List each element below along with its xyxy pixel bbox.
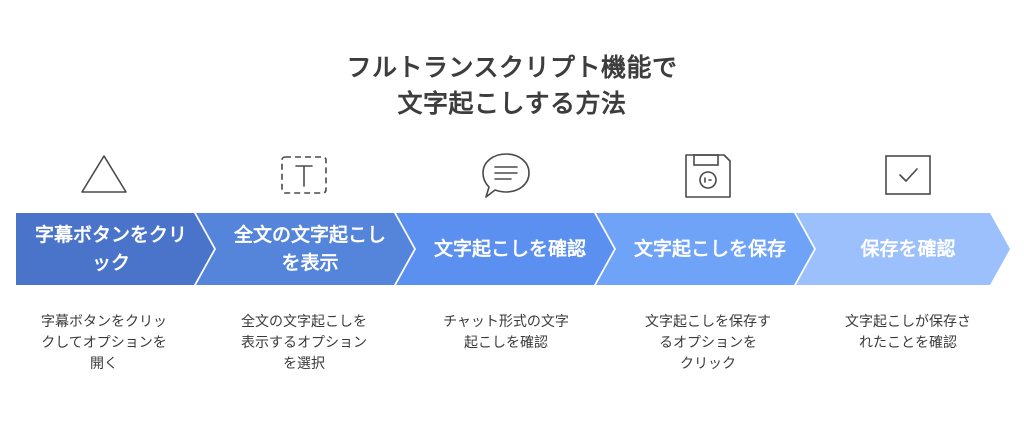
floppy-disk-icon [680, 150, 736, 202]
step-1: 字幕ボタンをクリック [16, 213, 214, 285]
description-line: 字幕ボタンをクリッ [41, 314, 167, 330]
step-4: 文字起こしを保存 [596, 213, 814, 285]
step-5-description: 文字起こしが保存さ れたことを確認 [823, 312, 993, 354]
step-5-chevron [796, 213, 1010, 285]
step-3-description: チャット形式の文字 起こしを確認 [421, 312, 591, 354]
step-3-chevron [396, 213, 614, 285]
text-box-icon [276, 150, 332, 202]
step-4-description: 文字起こしを保存す るオプションを クリック [623, 312, 793, 375]
checkbox-icon [880, 150, 936, 202]
description-line: チャット形式の文字 [443, 314, 569, 330]
diagram-title-line-2: 文字起こしする方法 [397, 89, 627, 118]
description-line: 起こしを確認 [464, 335, 548, 351]
description-line: 文字起こしが保存さ [845, 314, 971, 330]
description-line: 開く [90, 356, 118, 372]
step-4-chevron [596, 213, 814, 285]
description-line: れたことを確認 [859, 335, 957, 351]
description-line: クしてオプションを [41, 335, 167, 351]
step-4-label: 文字起こしを保存 [633, 238, 786, 260]
step-2-label: 全文の文字起こしを表示 [233, 224, 386, 274]
chat-bubble-icon [478, 150, 534, 202]
triangle-icon [76, 150, 132, 202]
step-2-chevron [196, 213, 414, 285]
step-2-description: 全文の文字起こしを 表示するオプション を選択 [219, 312, 389, 375]
description-line: クリック [680, 356, 736, 372]
description-line: るオプションを [659, 335, 757, 351]
step-5-label: 保存を確認 [860, 238, 956, 260]
diagram-title-line-1: フルトランスクリプト機能で [346, 53, 678, 82]
step-2: 全文の文字起こしを表示 [196, 213, 414, 285]
description-line: 全文の文字起こしを [241, 314, 367, 330]
step-1-chevron [16, 213, 214, 285]
step-3-label: 文字起こしを確認 [433, 238, 586, 260]
step-1-description: 字幕ボタンをクリッ クしてオプションを 開く [19, 312, 189, 375]
step-1-label: 字幕ボタンをクリック [34, 224, 187, 274]
description-line: を選択 [283, 356, 325, 372]
step-3: 文字起こしを確認 [396, 213, 614, 285]
description-line: 文字起こしを保存す [645, 314, 771, 330]
description-line: 表示するオプション [241, 335, 367, 351]
step-5: 保存を確認 [796, 213, 1010, 285]
